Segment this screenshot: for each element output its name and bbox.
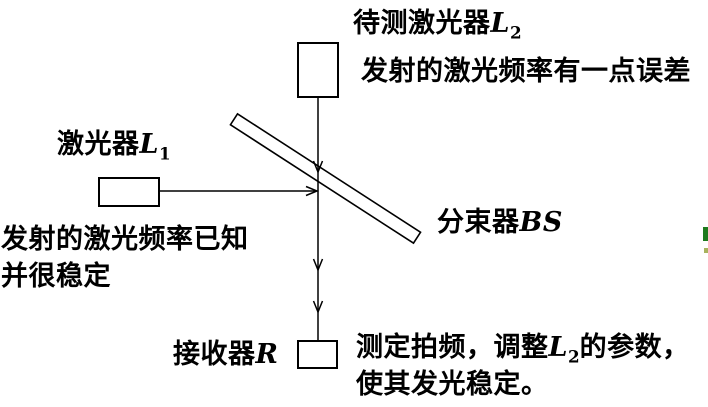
laser-l1-note-line2: 并很稳定: [1, 261, 111, 292]
laser-l1-note: 发射的激光频率已知 并很稳定: [1, 221, 249, 295]
laser-l2-subscript: 2: [509, 22, 522, 43]
laser-l1-subscript: 1: [158, 143, 171, 164]
receiver-symbol: R: [255, 339, 279, 370]
laser-l2-symbol: L: [490, 8, 510, 39]
arrow-down-icon: [312, 258, 324, 272]
beam-splitter-label: 分束器BS: [437, 205, 563, 240]
receiver-note-line1-post: 的参数，: [579, 332, 690, 363]
laser-l1-symbol: L: [139, 129, 159, 160]
laser-l2-note: 发射的激光频率有一点误差: [361, 54, 691, 89]
laser-l2-note-text: 发射的激光频率有一点误差: [361, 56, 691, 87]
receiver-label: 接收器R: [173, 337, 278, 372]
beam-splitter-symbol: BS: [519, 207, 563, 238]
arrow-down-icon: [312, 300, 324, 314]
laser-l1-note-line1: 发射的激光频率已知: [1, 224, 249, 255]
laser-l1-box: [98, 177, 160, 207]
laser-l2-label: 待测激光器L2: [353, 6, 522, 41]
receiver-box: [297, 340, 338, 369]
beam-splitter-label-text: 分束器: [437, 207, 520, 238]
receiver-note-line1: 测定拍频，调整L2的参数，: [356, 329, 690, 366]
laser-l2-label-text: 待测激光器: [353, 8, 491, 39]
edge-artifact-dark-green: [703, 227, 708, 241]
receiver-label-text: 接收器: [173, 339, 256, 370]
laser-l2-box: [297, 42, 339, 98]
laser-l1-label: 激光器L1: [57, 127, 171, 162]
receiver-note-l2-symbol: L: [548, 332, 568, 363]
laser-l1-label-text: 激光器: [57, 129, 140, 160]
receiver-note: 测定拍频，调整L2的参数， 使其发光稳定。: [356, 329, 690, 403]
arrow-right-icon: [305, 185, 319, 197]
edge-artifact-light-green: [704, 248, 708, 253]
receiver-note-l2-subscript: 2: [567, 346, 580, 367]
receiver-note-line1-pre: 测定拍频，调整: [356, 332, 549, 363]
beam-splitter: [229, 112, 422, 245]
receiver-note-line2: 使其发光稳定。: [356, 369, 549, 400]
